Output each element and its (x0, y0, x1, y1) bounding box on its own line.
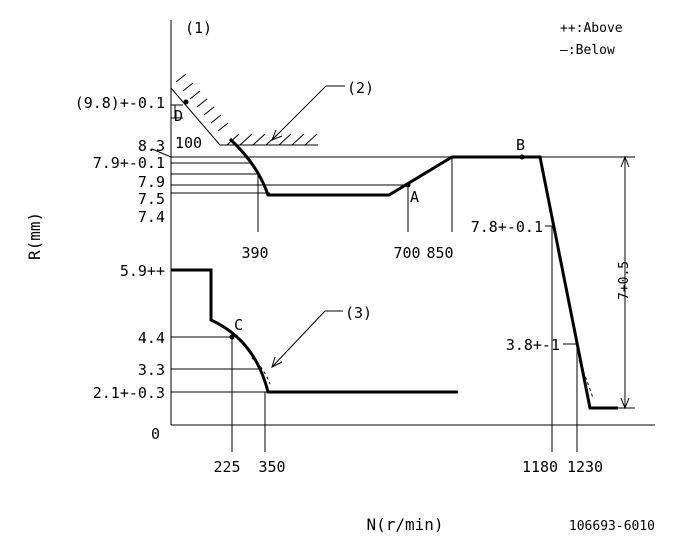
y-label-5-9: 5.9++ (120, 262, 165, 280)
y-label-7-5: 7.5 (138, 190, 165, 208)
right-label-3-8: 3.8+-1 (506, 336, 560, 354)
lower-characteristic-curve (171, 268, 458, 394)
x-label-1230: 1230 (567, 458, 603, 476)
legend-above: ++:Above (560, 21, 623, 36)
note-3: (3) (345, 304, 372, 322)
point-c-marker (229, 334, 235, 340)
note-leaders (271, 85, 345, 368)
guide-lines (151, 104, 635, 452)
upper-characteristic-curve (228, 137, 618, 410)
point-c-label: C (234, 316, 243, 334)
y-axis-title: R(mm) (25, 212, 44, 260)
x-label-350: 350 (258, 458, 285, 476)
point-a-label: A (410, 188, 419, 206)
note-2: (2) (347, 79, 374, 97)
point-b-marker (519, 154, 525, 160)
point-b-label: B (516, 136, 525, 154)
x-axis-title: N(r/min) (366, 515, 443, 534)
x-label-100: 100 (175, 134, 202, 152)
x-label-225: 225 (213, 458, 240, 476)
x-label-850: 850 (426, 244, 453, 262)
part-number: 106693-6010 (569, 519, 655, 534)
y-label-7-9-tol: 7.9+-0.1 (93, 154, 165, 172)
y-label-4-4: 4.4 (138, 329, 165, 347)
right-label-7-8: 7.8+-0.1 (471, 218, 543, 236)
y-label-7-4: 7.4 (138, 208, 165, 226)
y-label-9-8: (9.8)+-0.1 (75, 94, 165, 112)
right-label-7: 7+0.5 (617, 261, 632, 300)
legend-below: —:Below (560, 43, 615, 58)
y-label-3-3: 3.3 (138, 361, 165, 379)
note-1: (1) (185, 19, 212, 37)
origin-label: 0 (151, 425, 160, 443)
point-d-marker (183, 99, 189, 105)
y-label-7-9: 7.9 (138, 173, 165, 191)
tolerance-dash-right (578, 359, 594, 399)
point-d-label: D (174, 107, 183, 125)
point-a-marker (405, 182, 411, 188)
x-label-390: 390 (241, 244, 268, 262)
y-label-2-1: 2.1+-0.3 (93, 384, 165, 402)
x-label-1180: 1180 (522, 458, 558, 476)
y-label-8-3: 8.3 (138, 137, 165, 155)
x-label-700: 700 (393, 244, 420, 262)
